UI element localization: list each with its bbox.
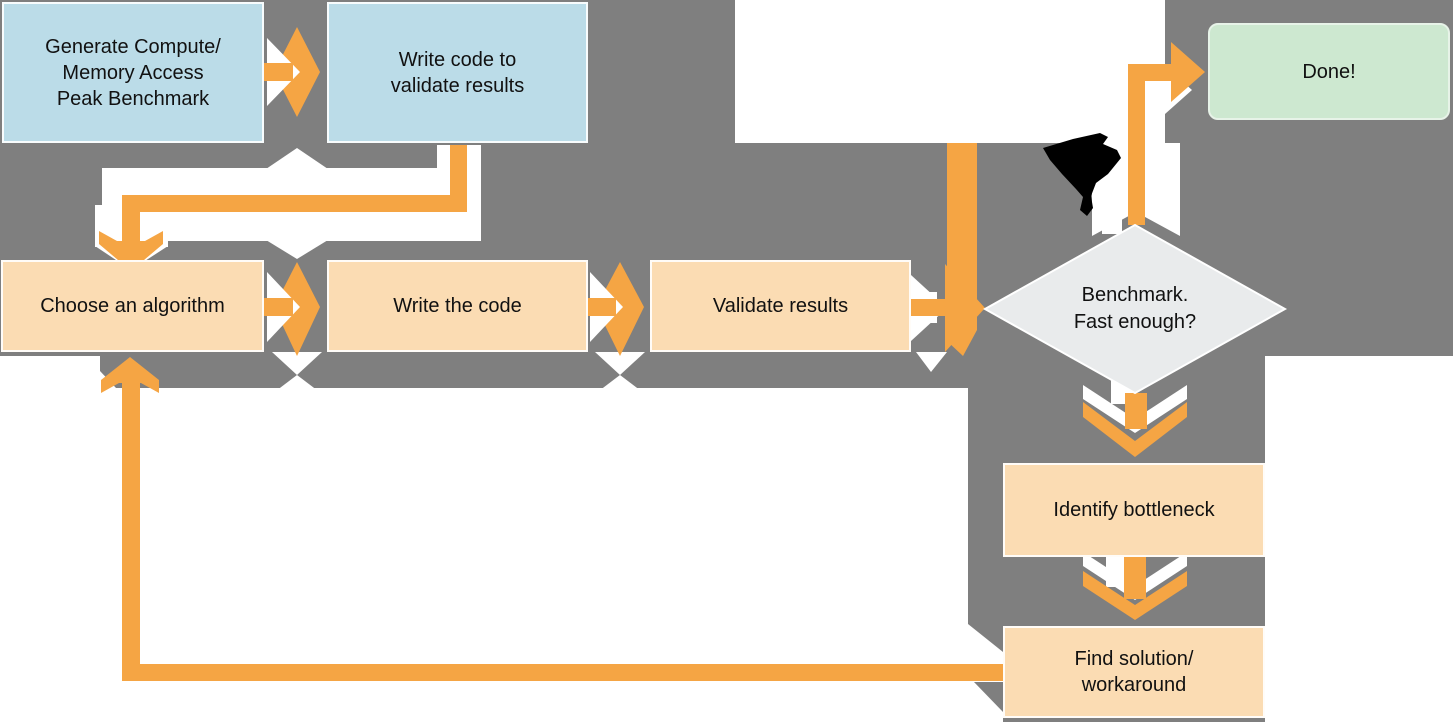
arrow-done-head xyxy=(1171,42,1205,102)
arrow-validate-diamond-shaft xyxy=(911,299,947,316)
node-done: Done! xyxy=(1208,23,1450,120)
arrow-choose-write-shaft xyxy=(264,298,293,316)
orange-arrows xyxy=(99,42,1205,681)
node-write-code: Write the code xyxy=(327,260,588,352)
arrow-write-validate-shaft xyxy=(588,298,616,316)
node-generate-benchmark: Generate Compute/ Memory Access Peak Ben… xyxy=(2,2,264,143)
arrow-loopback-vertical xyxy=(122,378,140,672)
arrow-validate-diamond-head xyxy=(945,264,985,352)
arrow-identify-find-shaft xyxy=(1124,557,1146,599)
decision-diamond xyxy=(982,223,1288,395)
gray-column-wedge xyxy=(974,682,1003,712)
node-write-validation-code: Write code to validate results xyxy=(327,2,588,143)
arrow-done-horizontal xyxy=(1128,64,1173,81)
white-butterfly-gap1-top xyxy=(272,352,322,375)
arrow-generate-writeval-shaft xyxy=(264,63,293,81)
node-identify-bottleneck: Identify bottleneck xyxy=(1003,463,1265,557)
arrow-loopband-horizontal xyxy=(123,195,467,212)
ink-blob-annotation xyxy=(1043,133,1121,216)
node-validate-results: Validate results xyxy=(650,260,911,352)
gray-lower-band xyxy=(100,352,970,388)
node-benchmark-decision-label: Benchmark. Fast enough? xyxy=(1073,284,1197,333)
node-find-solution: Find solution/ workaround xyxy=(1003,626,1265,718)
node-choose-algorithm: Choose an algorithm xyxy=(1,260,264,352)
white-top-right-region xyxy=(735,0,1165,143)
white-butterfly-gap1-bottom xyxy=(268,375,326,397)
arrow-diamond-identify-shaft xyxy=(1125,393,1147,429)
arrow-diamond-identify-head xyxy=(1083,402,1187,457)
white-butterfly-gap2-bottom xyxy=(591,375,649,397)
white-loop-band-notch xyxy=(266,240,328,259)
white-butterfly-gap2-top xyxy=(595,352,645,375)
arrow-loopback-head-up xyxy=(101,357,159,393)
arrow-loopback-horizontal xyxy=(122,664,1003,681)
arrow-done-vertical xyxy=(1128,64,1145,225)
arrow-loopband-vertical xyxy=(450,145,467,207)
white-notch-under-bar xyxy=(916,352,947,372)
arrow-loopband-left-vertical xyxy=(122,195,140,245)
arrow-identify-find-head xyxy=(1083,571,1187,620)
white-loop-band-peak xyxy=(266,148,328,169)
arrow-loopband-head-down xyxy=(99,231,163,271)
